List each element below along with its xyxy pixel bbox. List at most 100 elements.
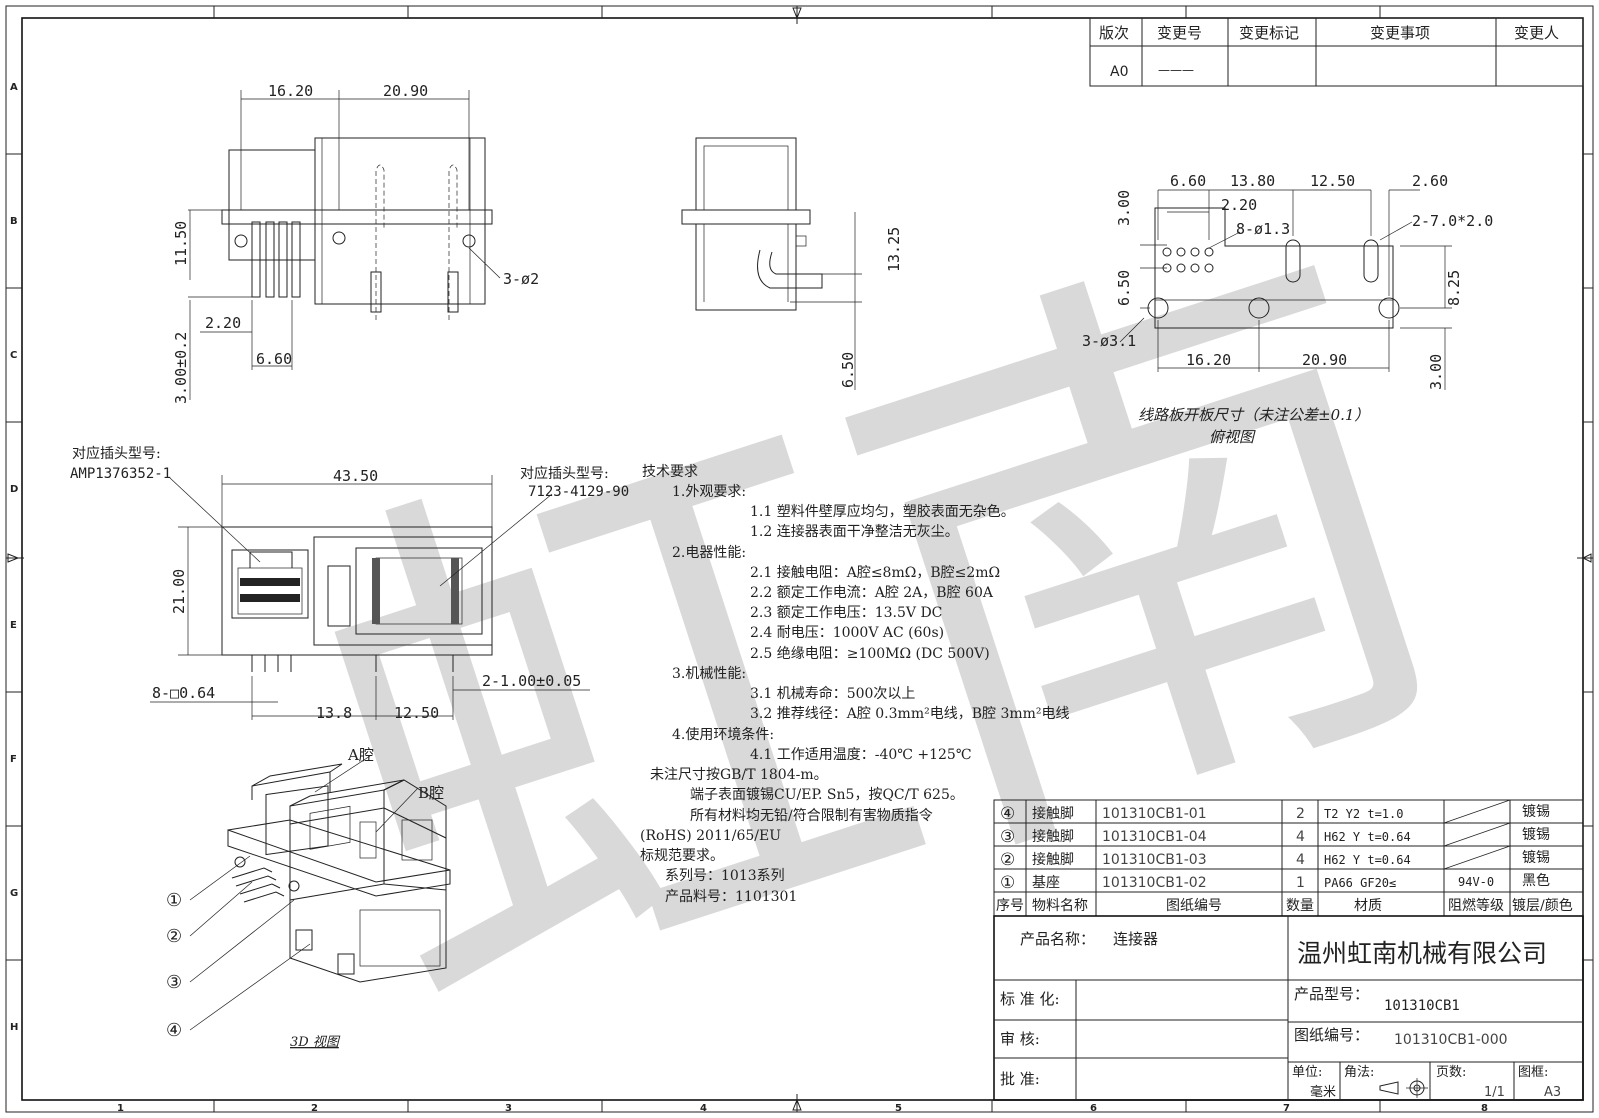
front-dim-holes: 3-ø2 xyxy=(503,270,539,288)
size-value: A3 xyxy=(1544,1085,1561,1100)
row-d: D xyxy=(10,484,18,495)
pcb-dim-i: 6.50 xyxy=(1115,270,1133,306)
side-dim-h1: 13.25 xyxy=(885,227,903,272)
tech-req-line: 1.外观要求: xyxy=(672,484,746,500)
plug-a-title: 对应插头型号: xyxy=(72,445,161,462)
iso-label-a: A腔 xyxy=(347,746,374,764)
front-dim-p2: 6.60 xyxy=(256,350,292,368)
title-block: 产品名称： 连接器 标 准 化: 审 核: 批 准: 产品型号： 图纸编号： 温… xyxy=(993,915,1584,1101)
pcb-dim-f: 8-ø1.3 xyxy=(1236,220,1290,238)
iso-caption: 3D 视图 xyxy=(290,1035,341,1050)
bom-header-flame: 阻燃等级 xyxy=(1448,897,1504,914)
projection-symbol-icon xyxy=(1379,1078,1428,1098)
bom-row-2-mat: H62 Y t=0.64 xyxy=(1324,853,1411,867)
bom-row-1-name: 基座 xyxy=(1032,874,1060,891)
rev-header-change-no: 变更号 xyxy=(1157,24,1202,42)
inner-border xyxy=(21,17,1584,1101)
pcb-dim-n: 3.00 xyxy=(1427,354,1445,390)
col-5: 5 xyxy=(895,1103,902,1114)
iso-view: A腔 B腔 ① ② ③ ④ 3D 视图 xyxy=(166,746,451,1050)
rev-change-no: ——— xyxy=(1158,63,1194,77)
col-1: 1 xyxy=(117,1103,124,1114)
tech-req-line: 端子表面镀锡CU/EP. Sn5，按QC/T 625。 xyxy=(690,786,964,803)
pcb-dim-m: 20.90 xyxy=(1302,351,1347,369)
tech-req-line: 所有材料均无铅/符合限制有害物质指令 xyxy=(690,808,933,824)
tech-req-line: 3.机械性能: xyxy=(672,666,746,682)
bom-row-3-name: 接触脚 xyxy=(1032,828,1074,845)
tech-requirements: 技术要求 1.外观要求: 1.1 塑料件壁厚应均匀，塑胶表面无杂色。 1.2 连… xyxy=(640,464,1070,905)
plug-b-value: 7123-4129-90 xyxy=(528,484,629,500)
bom-header-qty: 数量 xyxy=(1286,898,1314,914)
tech-req-line: 1.1 塑料件壁厚应均匀，塑胶表面无杂色。 xyxy=(750,503,1015,520)
front-dim-h1: 11.50 xyxy=(172,221,190,266)
iso-label-b: B腔 xyxy=(418,784,444,802)
rev-header-version: 版次 xyxy=(1099,24,1129,42)
row-g: G xyxy=(10,888,18,899)
front-dim-w2: 20.90 xyxy=(383,82,428,100)
bom-row-3-coat: 镀锡 xyxy=(1522,826,1550,843)
tech-req-line: 未注尺寸按GB/T 1804-m。 xyxy=(650,767,828,783)
front-dim-h2: 3.00±0.2 xyxy=(172,332,190,404)
top-dim-w: 43.50 xyxy=(333,467,378,485)
drawing-no-label: 图纸编号： xyxy=(1294,1026,1369,1044)
bom-row-1-mat: PA66 GF20≤ xyxy=(1324,876,1396,890)
callout-3: ③ xyxy=(166,972,182,993)
review-label: 审 核: xyxy=(1000,1030,1040,1048)
tech-req-line: 1.2 连接器表面干净整洁无灰尘。 xyxy=(750,523,959,540)
tech-req-line: 4.使用环境条件: xyxy=(672,726,774,743)
bom-row-1-dwg: 101310CB1-02 xyxy=(1102,875,1207,891)
plug-a-value: AMP1376352-1 xyxy=(70,466,171,482)
model-value: 101310CB1 xyxy=(1384,998,1460,1014)
bom-row-4-qty: 2 xyxy=(1296,806,1305,822)
tech-req-line: 3.2 推荐线径：A腔 0.3mm²电线，B腔 3mm²电线 xyxy=(750,706,1070,722)
zone-labels: 1 2 3 4 5 6 7 8 A B C D E F G H xyxy=(10,82,1488,1114)
pcb-dim-d: 2.60 xyxy=(1412,172,1448,190)
unit-label: 单位: xyxy=(1292,1065,1322,1080)
bom-row-4-coat: 镀锡 xyxy=(1522,803,1550,820)
col-2: 2 xyxy=(311,1103,318,1114)
product-name: 连接器 xyxy=(1113,930,1158,948)
drawing-no-value: 101310CB1-000 xyxy=(1394,1032,1508,1048)
approve-label: 批 准: xyxy=(1000,1070,1040,1088)
top-view: 对应插头型号: 对应插头型号: AMP1376352-1 7123-4129-9… xyxy=(70,445,629,722)
revision-table: 版次 变更号 变更标记 变更事项 变更人 A0 ——— xyxy=(1089,17,1584,87)
tech-req-line: 产品料号：1101301 xyxy=(665,889,797,905)
callout-4: ④ xyxy=(166,1020,182,1041)
rev-header-item: 变更事项 xyxy=(1370,24,1430,42)
row-e: E xyxy=(10,620,17,631)
rev-version: A0 xyxy=(1110,64,1128,80)
tech-req-line: 3.1 机械寿命：500次以上 xyxy=(750,685,915,702)
tech-req-line: 2.1 接触电阻：A腔≤8mΩ，B腔≤2mΩ xyxy=(750,564,1000,581)
bom-row-1-no: ① xyxy=(1000,873,1015,893)
bom-row-3-qty: 4 xyxy=(1296,829,1305,845)
tech-req-line: (RoHS) 2011/65/EU xyxy=(640,828,781,844)
pcb-dim-g: 2-7.0*2.0 xyxy=(1412,212,1493,230)
pcb-caption: 线路板开板尺寸（未注公差±0.1） xyxy=(1138,406,1369,424)
bom-header-no: 序号 xyxy=(996,898,1024,914)
bom-row-2-no: ② xyxy=(1000,850,1015,870)
row-h: H xyxy=(10,1022,18,1033)
tech-req-title: 技术要求 xyxy=(642,464,698,480)
tech-req-line: 标规范要求。 xyxy=(640,847,724,864)
top-dim-h: 21.00 xyxy=(170,569,188,614)
bom-row-2-qty: 4 xyxy=(1296,852,1305,868)
callout-2: ② xyxy=(166,926,182,947)
bom-row-1-coat: 黑色 xyxy=(1522,872,1550,889)
bom-header-mat: 材质 xyxy=(1354,898,1382,914)
side-dim-h2: 6.50 xyxy=(839,352,857,388)
tech-req-line: 2.3 额定工作电压：13.5V DC xyxy=(750,605,942,621)
zone-ticks xyxy=(6,6,1593,1112)
row-c: C xyxy=(10,350,17,361)
bom-row-2-coat: 镀锡 xyxy=(1522,849,1550,866)
unit-value: 毫米 xyxy=(1310,1084,1336,1100)
pages-value: 1/1 xyxy=(1484,1085,1505,1100)
angle-label: 角法: xyxy=(1344,1065,1374,1080)
plug-b-title: 对应插头型号: xyxy=(520,465,609,482)
bom-row-1-qty: 1 xyxy=(1296,875,1305,891)
col-7: 7 xyxy=(1283,1103,1290,1114)
pcb-dim-h: 3.00 xyxy=(1115,190,1133,226)
pcb-dim-b: 13.80 xyxy=(1230,172,1275,190)
size-label: 图框: xyxy=(1518,1065,1548,1080)
pcb-subcaption: 俯视图 xyxy=(1209,428,1256,446)
outer-border xyxy=(5,5,1594,1113)
